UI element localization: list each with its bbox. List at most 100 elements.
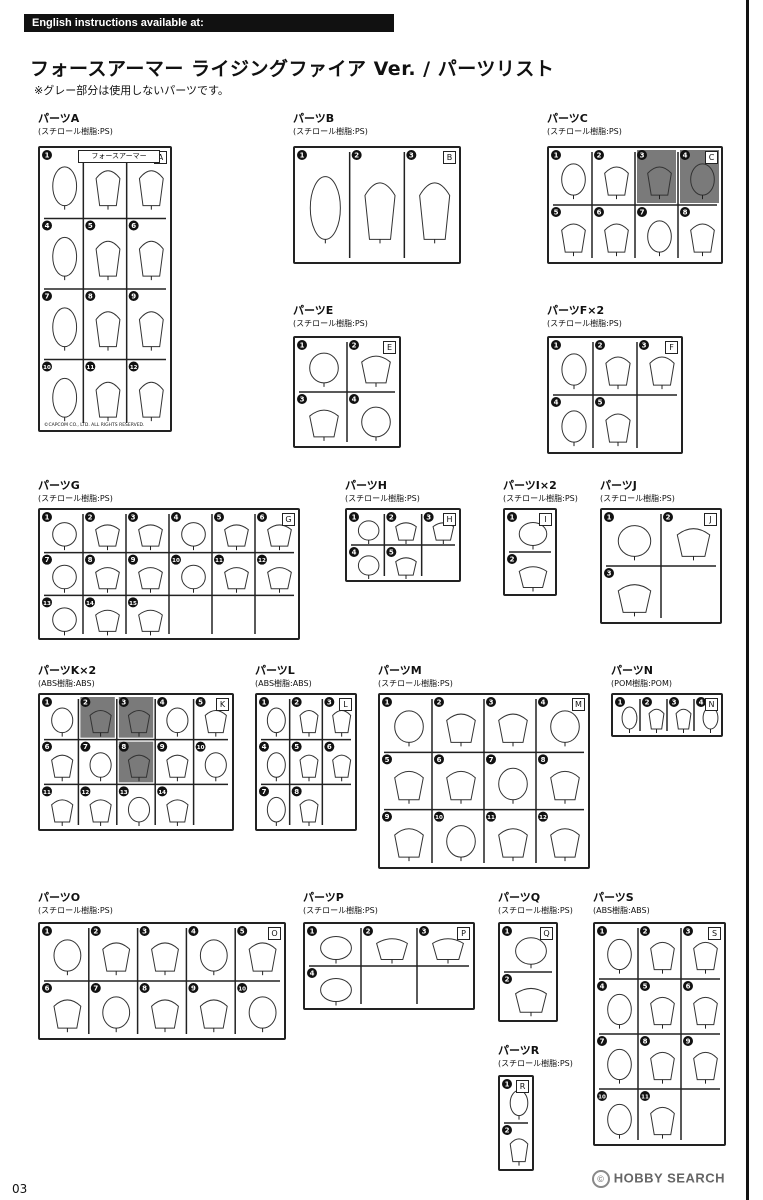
- part-n-1-number: 1: [618, 699, 623, 707]
- part-e-4-shape: [361, 406, 391, 438]
- parts-j-label: パーツJ(スチロール樹脂:PS): [600, 480, 675, 505]
- part-k-7-shape: [89, 752, 112, 778]
- part-a-6-shape: [138, 240, 164, 277]
- part-g-13-shape: [52, 607, 77, 632]
- part-g-1-number: 1: [45, 514, 50, 522]
- part-g-7-badge: [42, 554, 52, 565]
- part-k-2-badge: [80, 697, 91, 707]
- part-p-3-number: 3: [422, 928, 427, 936]
- part-g-5-shape: [224, 524, 249, 547]
- part-g-5-number: 5: [217, 514, 222, 522]
- part-q-2-shape: [515, 987, 547, 1013]
- part-f-1-badge: [551, 340, 561, 350]
- parts-o-name: パーツO: [38, 891, 81, 904]
- part-l-7-shape: [266, 796, 286, 823]
- part-g-13-number: 13: [43, 601, 51, 607]
- instructions-link-bar[interactable]: English instructions available at: http:…: [24, 14, 394, 47]
- part-m-1-shape: [394, 710, 424, 743]
- part-j-2-number: 2: [666, 514, 671, 522]
- part-m-10-badge: [434, 811, 444, 822]
- parts-n-name: パーツN: [611, 664, 653, 677]
- part-h-2-badge: [386, 512, 397, 522]
- part-e-1-shape: [309, 352, 339, 384]
- part-m-8-badge: [538, 754, 548, 765]
- parts-q-material: (スチロール樹脂:PS): [498, 906, 573, 915]
- part-s-2-number: 2: [643, 928, 648, 936]
- sprue-b-letter: B: [443, 151, 456, 164]
- part-l-6-number: 6: [327, 743, 332, 751]
- part-c-1-badge: [551, 150, 561, 160]
- parts-l-name: パーツL: [255, 664, 295, 677]
- part-o-8-badge: [139, 983, 150, 993]
- parts-a-material: (スチロール樹脂:PS): [38, 127, 113, 136]
- part-a-7-number: 7: [45, 293, 50, 301]
- part-m-8-shape: [550, 770, 580, 801]
- part-k-12-number: 12: [82, 790, 90, 796]
- part-m-5-shape: [394, 770, 424, 801]
- part-m-11-shape: [498, 828, 528, 858]
- part-k-8-number: 8: [121, 743, 126, 751]
- part-k-7-badge: [80, 741, 91, 752]
- part-k-14-shape: [166, 799, 189, 823]
- part-o-8-number: 8: [142, 985, 147, 993]
- parts-g-name: パーツG: [38, 479, 80, 492]
- part-o-1-badge: [42, 926, 52, 936]
- part-g-10-number: 10: [172, 558, 180, 564]
- part-s-6-number: 6: [686, 983, 691, 991]
- part-p-4-number: 4: [310, 970, 315, 978]
- part-k-9-number: 9: [160, 743, 165, 751]
- part-o-4-number: 4: [191, 928, 196, 936]
- parts-b-material: (スチロール樹脂:PS): [293, 127, 368, 136]
- part-m-5-badge: [382, 754, 392, 765]
- part-a-5-shape: [95, 240, 121, 277]
- part-c-2-number: 2: [597, 152, 602, 160]
- part-g-9-number: 9: [131, 556, 136, 564]
- part-m-4-shape: [550, 710, 580, 743]
- part-r-1-shape: [509, 1089, 529, 1117]
- parts-b-name: パーツB: [293, 112, 335, 125]
- part-g-6-shape: [267, 524, 292, 547]
- part-s-9-badge: [683, 1036, 693, 1046]
- part-o-3-badge: [139, 926, 150, 936]
- part-s-11-badge: [640, 1091, 650, 1101]
- part-j-2-badge: [663, 512, 673, 522]
- part-e-3-shape: [309, 409, 339, 438]
- parts-q-label: パーツQ(スチロール樹脂:PS): [498, 892, 573, 917]
- sprue-j-letter: J: [704, 513, 717, 526]
- part-s-5-shape: [650, 996, 675, 1026]
- part-c-2-badge: [594, 150, 604, 160]
- part-c-6-number: 6: [597, 209, 602, 217]
- part-b-3-shape: [419, 182, 451, 240]
- part-k-5-number: 5: [198, 699, 203, 707]
- part-a-7-shape: [52, 307, 78, 348]
- part-s-7-shape: [607, 1048, 632, 1081]
- hobby-search-watermark: ©HOBBY SEARCH: [591, 1170, 725, 1188]
- part-l-7-number: 7: [262, 788, 267, 796]
- part-k-6-shape: [51, 754, 74, 778]
- part-h-5-number: 5: [389, 549, 394, 557]
- part-s-2-badge: [640, 926, 650, 936]
- part-k-9-shape: [166, 754, 189, 778]
- part-f-5-number: 5: [598, 399, 603, 407]
- part-m-1-number: 1: [385, 699, 390, 707]
- part-l-2-shape: [299, 710, 319, 734]
- sprue-q-letter: Q: [540, 927, 553, 940]
- part-a-4-shape: [52, 236, 78, 277]
- part-e-3-number: 3: [300, 396, 305, 404]
- part-h-4-shape: [357, 555, 380, 576]
- part-g-11-number: 11: [215, 558, 223, 564]
- part-c-1-number: 1: [554, 152, 559, 160]
- parts-i-label: パーツI×2(スチロール樹脂:PS): [503, 480, 578, 505]
- part-m-9-badge: [382, 811, 392, 822]
- parts-p-name: パーツP: [303, 891, 344, 904]
- page-title: フォースアーマー ライジングファイア Ver. / パーツリスト: [30, 58, 555, 80]
- part-k-13-shape: [127, 796, 151, 823]
- part-p-2-shape: [376, 938, 408, 961]
